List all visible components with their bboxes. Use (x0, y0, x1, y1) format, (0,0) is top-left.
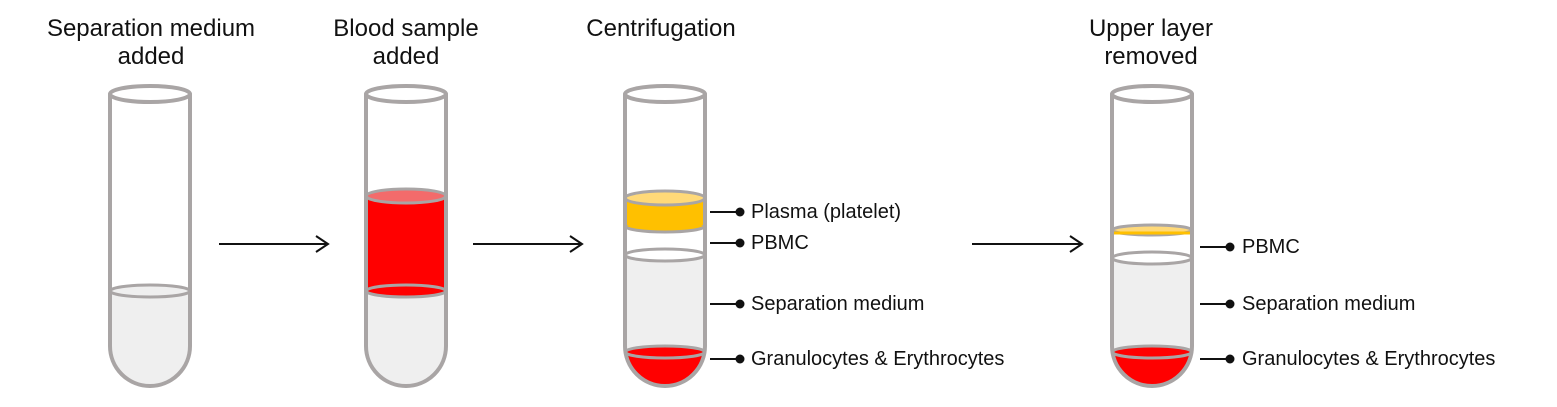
tube-2-medium-top (364, 283, 448, 299)
tube-2 (364, 84, 448, 388)
step-3-title: Centrifugation (586, 15, 736, 42)
tube-2-body (364, 94, 448, 388)
tube-1-medium-top (108, 283, 192, 299)
tube-2-blood-layer (366, 196, 446, 291)
tube-2-medium (366, 291, 446, 386)
tube-3 (623, 84, 707, 388)
separation-medium-label-tube-4: Separation medium (1242, 293, 1416, 315)
separation-medium-label: Separation medium (751, 293, 925, 315)
tube-1-medium (110, 291, 190, 386)
step-1-title: Separation medium added (46, 15, 256, 70)
arrow-3 (972, 235, 1084, 253)
step-2-title: Blood sample added (333, 15, 479, 70)
tube-4 (1110, 84, 1194, 388)
tube-3-plasma-top (623, 189, 707, 207)
tube-1 (108, 84, 192, 388)
tube-1-rim (108, 84, 192, 104)
tube-4-pbmc-ring (1110, 250, 1194, 266)
plasma-label: Plasma (platelet) (751, 201, 902, 223)
tube-4-leaders (1200, 242, 1235, 364)
tube-4-body (1110, 94, 1194, 388)
tube-1-body (108, 94, 192, 388)
tube-3-pbmc-ring (623, 247, 707, 263)
pbmc-label-tube-4: PBMC (1242, 236, 1300, 258)
tube-3-cells-top (623, 344, 707, 360)
tube-3-rim (623, 84, 707, 104)
tube-4-cells-top (1110, 344, 1194, 360)
granulocytes-label: Granulocytes & Erythrocytes (751, 348, 1005, 370)
pbmc-label: PBMC (751, 232, 809, 254)
tube-3-body (623, 94, 707, 388)
tube-2-blood-top (364, 187, 448, 205)
tube-2-rim (364, 84, 448, 104)
arrow-1 (219, 235, 330, 253)
tube-4-rim (1110, 84, 1194, 104)
granulocytes-label-tube-4: Granulocytes & Erythrocytes (1242, 348, 1496, 370)
step-4-title: Upper layer removed (1088, 15, 1214, 70)
tube-3-leaders (710, 207, 745, 364)
arrow-2 (473, 235, 584, 253)
